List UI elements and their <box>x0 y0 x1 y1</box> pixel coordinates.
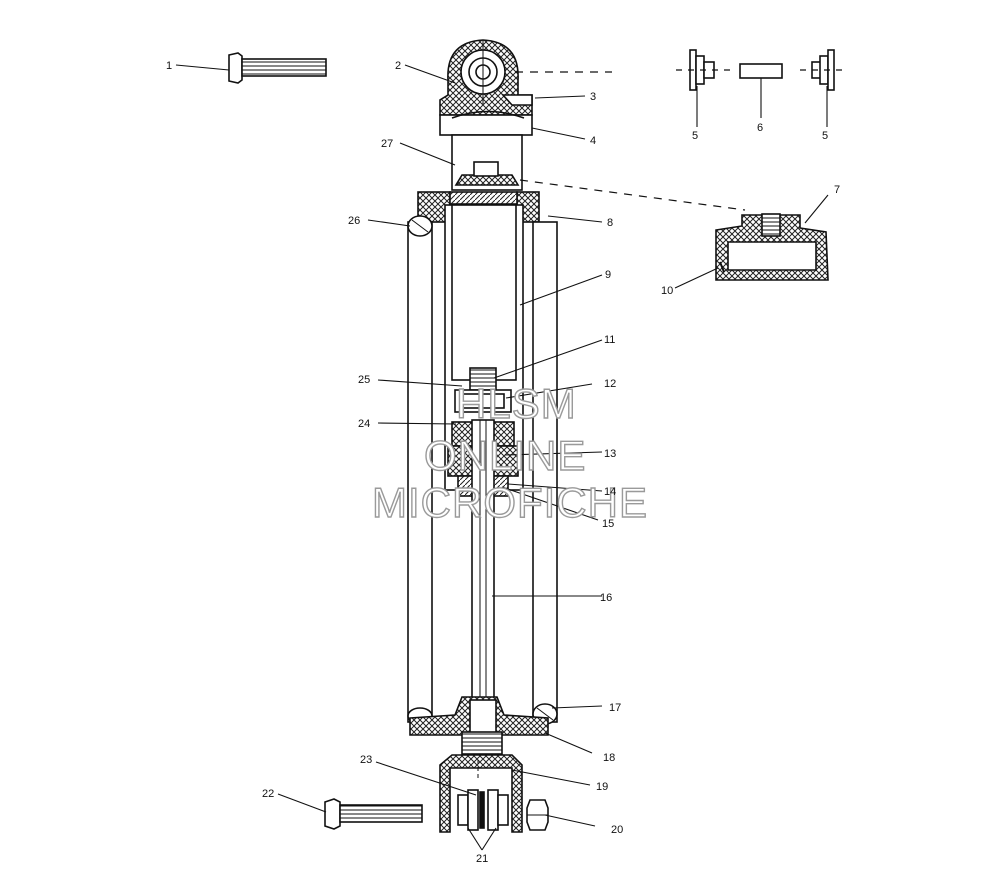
lower-clevis <box>439 731 523 833</box>
callout-14: 14 <box>604 486 616 498</box>
callout-11: 11 <box>604 334 615 346</box>
spring <box>407 215 558 725</box>
callout-8: 8 <box>607 217 613 229</box>
callout-23: 23 <box>360 754 372 766</box>
callout-21: 21 <box>476 853 488 865</box>
callout-15: 15 <box>602 518 614 530</box>
lower-bolt <box>324 798 423 830</box>
callout-3: 3 <box>590 91 596 103</box>
callout-25: 25 <box>358 374 370 386</box>
watermark-line-2: ONLINE <box>424 432 586 479</box>
callout-26: 26 <box>348 215 360 227</box>
callout-19: 19 <box>596 781 608 793</box>
watermark-line-1: HLSM <box>456 380 577 427</box>
bushing-right <box>800 49 846 91</box>
callout-27: 27 <box>381 138 393 150</box>
lower-bushings <box>457 789 509 831</box>
callout-7: 7 <box>834 184 840 196</box>
callout-2: 2 <box>395 60 401 72</box>
callout-13: 13 <box>604 448 616 460</box>
callout-12: 12 <box>604 378 616 390</box>
body-upper <box>451 134 523 191</box>
lower-spring-seat <box>409 696 549 736</box>
callout-1: 1 <box>166 60 172 72</box>
callout-18: 18 <box>603 752 615 764</box>
leader-lines <box>175 64 829 851</box>
upper-mount-eye <box>439 39 533 136</box>
callout-5a: 5 <box>692 130 698 142</box>
callout-labels: 1 2 3 4 5 6 5 7 8 9 10 11 12 13 14 15 16… <box>166 60 840 865</box>
callout-9: 9 <box>605 269 611 281</box>
top-bolt <box>228 52 327 84</box>
callout-22: 22 <box>262 788 274 800</box>
callout-5b: 5 <box>822 130 828 142</box>
callout-10: 10 <box>661 285 673 297</box>
piston-rod <box>471 419 495 711</box>
callout-24: 24 <box>358 418 370 430</box>
callout-17: 17 <box>609 702 621 714</box>
callout-16: 16 <box>600 592 612 604</box>
sleeve <box>739 63 783 79</box>
callout-20: 20 <box>611 824 623 836</box>
callout-4: 4 <box>590 135 596 147</box>
watermark: HLSM ONLINE MICROFICHE <box>371 379 648 526</box>
cap-detail <box>715 213 829 281</box>
spring-seat <box>417 191 540 223</box>
bushing-left <box>676 49 730 91</box>
lower-nut <box>526 799 549 831</box>
watermark-line-3: MICROFICHE <box>372 479 648 526</box>
callout-6: 6 <box>757 122 763 134</box>
